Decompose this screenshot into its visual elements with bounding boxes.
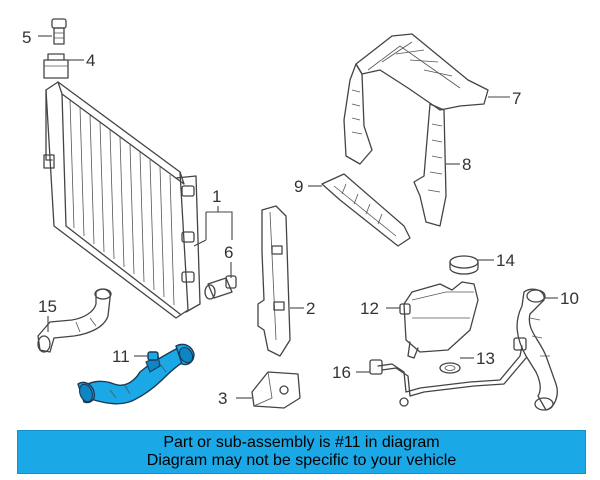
parts-diagram: 5 4 1: [22, 18, 579, 411]
part-2-side-deflector[interactable]: [257, 205, 291, 357]
part-7-upper-frame[interactable]: [355, 33, 489, 111]
radiator[interactable]: [43, 81, 201, 319]
part-12-expansion-tank[interactable]: [399, 281, 479, 359]
callout-6[interactable]: 6: [224, 243, 233, 262]
callout-7[interactable]: 7: [512, 89, 521, 108]
callout-8[interactable]: 8: [462, 155, 471, 174]
callout-12[interactable]: 12: [360, 299, 379, 318]
part-3-lower-bracket[interactable]: [251, 371, 301, 409]
part-13-grommet[interactable]: [439, 362, 461, 374]
part-info-banner: Part or sub-assembly is #11 in diagram D…: [17, 430, 586, 474]
part-6-sensor[interactable]: [204, 275, 237, 300]
callout-1[interactable]: 1: [212, 187, 221, 206]
part-9-air-duct[interactable]: [321, 173, 411, 247]
part-16-bleed-line[interactable]: [369, 337, 527, 407]
part-8-side-frame[interactable]: [343, 63, 447, 227]
callout-9[interactable]: 9: [294, 177, 303, 196]
banner-line-2: Diagram may not be specific to your vehi…: [146, 452, 457, 469]
leader-1: [193, 211, 233, 247]
part-14-cap[interactable]: [449, 255, 479, 275]
part-11-highlighted-hose[interactable]: [77, 343, 195, 405]
callout-5[interactable]: 5: [22, 28, 31, 47]
callout-14[interactable]: 14: [496, 251, 515, 270]
banner-line-1: Part or sub-assembly is #11 in diagram: [163, 434, 440, 451]
callout-16[interactable]: 16: [332, 363, 351, 382]
callout-10[interactable]: 10: [560, 289, 579, 308]
callout-4[interactable]: 4: [86, 51, 95, 70]
part-10-hose[interactable]: [516, 288, 558, 411]
callout-11[interactable]: 11: [112, 347, 130, 366]
callout-3[interactable]: 3: [218, 389, 227, 408]
callout-13[interactable]: 13: [476, 349, 495, 368]
callout-2[interactable]: 2: [306, 299, 315, 318]
part-4-mount-bushing[interactable]: [43, 53, 69, 79]
part-5-bleed-screw[interactable]: [51, 18, 67, 45]
callout-15[interactable]: 15: [38, 297, 57, 316]
part-15-hose[interactable]: [37, 288, 112, 353]
